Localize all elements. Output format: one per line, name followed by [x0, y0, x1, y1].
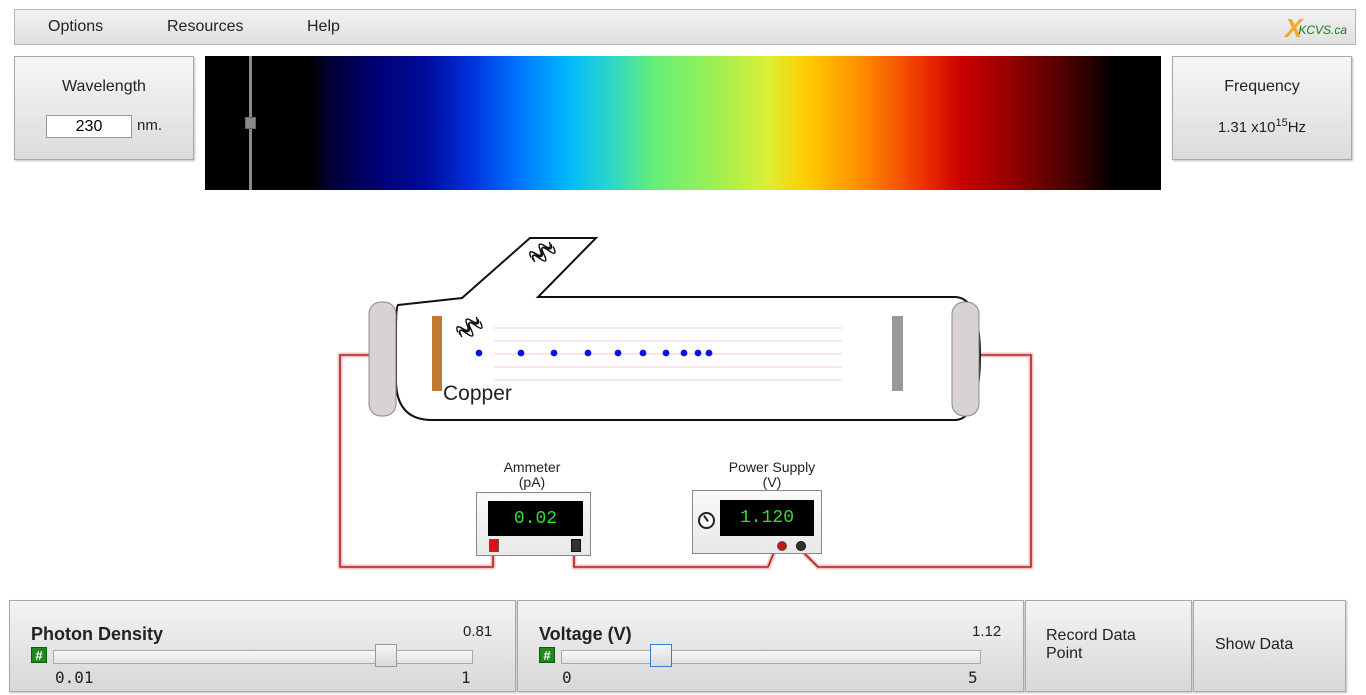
power-supply-label: Power Supply (V)	[712, 460, 832, 490]
logo-x-mark: X	[1284, 13, 1303, 43]
electron	[639, 349, 647, 357]
emitter-metal-plate	[432, 316, 442, 391]
record-data-point-button[interactable]: Record Data Point	[1025, 600, 1192, 692]
electron	[614, 349, 622, 357]
power-supply-label-unit: (V)	[762, 474, 782, 490]
ammeter-black-terminal	[571, 539, 581, 552]
frequency-exponent: 15	[1275, 117, 1288, 129]
photoelectric-apparatus	[337, 237, 1034, 570]
power-supply-black-terminal	[796, 541, 806, 551]
photon-density-min: 0.01	[55, 668, 94, 687]
tube-end-cap-left	[368, 301, 397, 417]
voltage-max: 5	[968, 668, 978, 687]
power-supply-display: 1.120	[720, 500, 814, 536]
record-label-line1: Record Data	[1046, 627, 1136, 644]
wavelength-unit: nm.	[137, 117, 163, 134]
collector-electrode	[892, 316, 903, 391]
ammeter-label: Ammeter (pA)	[472, 460, 592, 490]
photon-density-value: 0.81	[463, 623, 493, 640]
record-label-line2: Point	[1046, 645, 1083, 662]
frequency-mantissa: 1.31 x10	[1217, 119, 1276, 136]
ammeter-label-title: Ammeter	[503, 459, 561, 475]
wavelength-spectrum-slider[interactable]	[205, 56, 1161, 190]
record-data-point-label: Record Data Point	[1046, 627, 1136, 663]
menu-options[interactable]: Options	[48, 18, 104, 35]
ammeter: 0.02	[476, 492, 591, 556]
ammeter-label-unit: (pA)	[518, 474, 546, 490]
electron	[694, 349, 702, 357]
photon-density-max: 1	[461, 668, 471, 687]
power-supply-red-terminal	[777, 541, 787, 551]
electron	[550, 349, 558, 357]
incoming-photon-icon	[529, 241, 556, 263]
photon-density-numeric-entry-icon[interactable]: #	[31, 647, 47, 663]
power-supply: 1.120	[692, 490, 822, 554]
kcvs-logo[interactable]: X KCVS.ca	[1285, 15, 1347, 41]
voltage-min: 0	[562, 668, 572, 687]
voltage-numeric-entry-icon[interactable]: #	[539, 647, 555, 663]
electron	[584, 349, 592, 357]
metal-label: Copper	[443, 382, 512, 405]
wavelength-input[interactable]	[46, 115, 132, 138]
electrons	[475, 349, 713, 357]
frequency-panel: Frequency 1.31 x1015Hz	[1172, 56, 1352, 160]
frequency-title: Frequency	[1224, 78, 1300, 95]
frequency-value: 1.31 x1015Hz	[1173, 117, 1351, 136]
menu-help[interactable]: Help	[307, 18, 340, 35]
spectrum-slider-handle[interactable]	[244, 117, 256, 129]
photon-density-panel: Photon Density 0.81 # 0.01 1	[9, 600, 516, 692]
show-data-button[interactable]: Show Data	[1193, 600, 1346, 692]
show-data-label: Show Data	[1215, 636, 1294, 653]
circuit-wires	[337, 352, 1034, 570]
voltage-panel: Voltage (V) 1.12 # 0 5	[517, 600, 1024, 692]
tube-end-cap-right	[951, 301, 980, 417]
menu-bar: Options Resources Help X KCVS.ca	[14, 9, 1356, 45]
electron	[680, 349, 688, 357]
voltage-slider-thumb[interactable]	[650, 644, 673, 667]
electron	[705, 349, 713, 357]
electron	[475, 349, 483, 357]
wire-right	[800, 354, 1032, 568]
wire-left	[339, 354, 494, 568]
electron	[517, 349, 525, 357]
frequency-unit: Hz	[1287, 119, 1307, 136]
wire-middle	[573, 549, 776, 568]
photon-at-plate-icon	[456, 316, 483, 338]
power-knob-icon[interactable]	[698, 512, 715, 529]
photon-density-title: Photon Density	[31, 624, 164, 644]
logo-text: KCVS.ca	[1298, 23, 1347, 37]
menu-resources[interactable]: Resources	[167, 18, 244, 35]
voltage-title: Voltage (V)	[539, 624, 632, 644]
wavelength-title: Wavelength	[62, 78, 146, 95]
voltage-value: 1.12	[972, 623, 1002, 640]
voltage-slider-track[interactable]	[561, 650, 981, 664]
electron	[662, 349, 670, 357]
photon-density-slider-thumb[interactable]	[375, 644, 398, 667]
ammeter-red-terminal	[489, 539, 499, 552]
photon-density-slider-track[interactable]	[53, 650, 473, 664]
ammeter-display: 0.02	[488, 501, 583, 536]
power-supply-label-title: Power Supply	[728, 459, 816, 475]
wavelength-panel: Wavelength nm.	[14, 56, 194, 160]
